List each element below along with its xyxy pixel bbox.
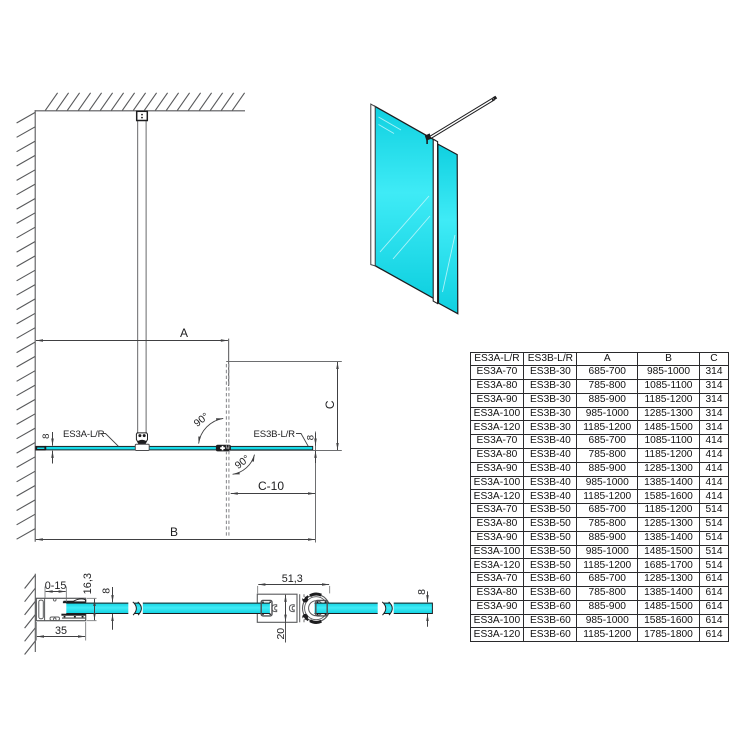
- svg-text:51,3: 51,3: [282, 573, 303, 585]
- svg-text:0-15: 0-15: [45, 580, 67, 592]
- svg-text:ES3A-L/R: ES3A-L/R: [63, 429, 105, 440]
- svg-text:ES3B-L/R: ES3B-L/R: [254, 429, 296, 440]
- svg-text:C-10: C-10: [258, 479, 284, 493]
- svg-text:90°: 90°: [233, 454, 252, 472]
- svg-text:8: 8: [41, 434, 52, 439]
- svg-text:90°: 90°: [192, 411, 211, 429]
- svg-text:C: C: [323, 400, 337, 409]
- svg-text:A: A: [180, 326, 188, 340]
- svg-text:8: 8: [306, 435, 317, 440]
- svg-text:35: 35: [55, 625, 67, 637]
- svg-text:B: B: [170, 525, 178, 539]
- svg-text:16,3: 16,3: [82, 573, 94, 594]
- svg-text:8: 8: [100, 588, 112, 594]
- svg-text:20: 20: [275, 628, 287, 640]
- svg-text:8: 8: [416, 589, 428, 595]
